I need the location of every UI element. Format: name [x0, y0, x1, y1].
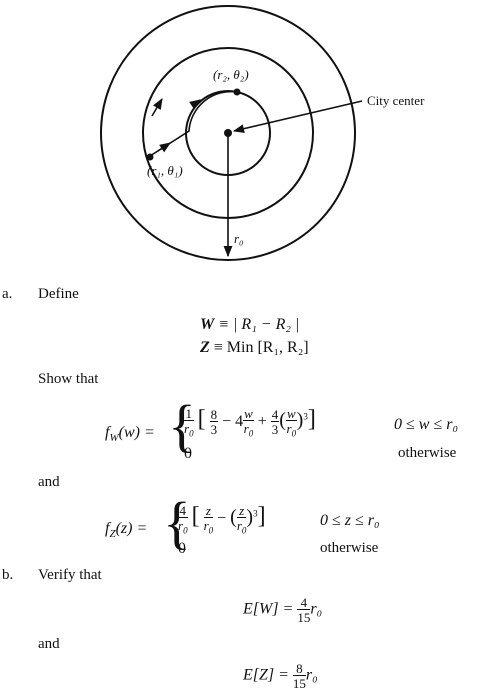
label-r0: r₀: [234, 231, 244, 246]
path-arrow-1: [157, 142, 171, 153]
label-r1-theta1: (r₁, θ₁): [147, 163, 183, 178]
label-r2-theta2: (r₂, θ₂): [213, 67, 249, 82]
and-1: and: [38, 474, 60, 490]
fZ-lhs: fZ(z) =: [105, 520, 148, 541]
fW-brace: {: [168, 393, 196, 458]
path-arrow-2: [189, 99, 201, 110]
def-W-rhs: ≡ | R₁ − R₂ |: [218, 316, 300, 333]
outer-arc-arrow: [151, 98, 163, 117]
point-r1: [146, 153, 154, 161]
city-diagram: (r₂, θ₂) (r₁, θ₁) City center r₀: [100, 5, 425, 261]
part-b-verify: Verify that: [38, 567, 102, 583]
city-center-pointer: [232, 100, 363, 134]
def-Z: Z ≡ Min [R₁, R₂]: [200, 339, 309, 357]
and-2: and: [38, 636, 60, 652]
fZ-brace: {: [163, 490, 191, 555]
point-r2: [233, 88, 241, 96]
label-city-center: City center: [367, 93, 425, 108]
def-W-lhs: W: [200, 316, 215, 333]
travel-path: [149, 90, 238, 157]
show-that: Show that: [38, 371, 99, 387]
fW-otherwise: otherwise: [398, 445, 457, 461]
fZ-zero: 0: [178, 540, 186, 557]
fZ-otherwise: otherwise: [320, 540, 379, 556]
fZ-range: 0 ≤ z ≤ r₀: [320, 512, 380, 529]
path-arrow-3: [177, 87, 186, 94]
outer-circle: [100, 5, 356, 261]
fW-zero: 0: [184, 445, 192, 462]
def-Z-rhs: ≡ Min [R₁, R₂]: [213, 339, 309, 356]
fW-range: 0 ≤ w ≤ r₀: [394, 416, 459, 433]
part-a-define: Define: [38, 286, 79, 302]
fW-lhs: fW(w) =: [105, 424, 155, 445]
part-b-marker: b.: [2, 567, 14, 583]
def-W: W ≡ | R₁ − R₂ |: [200, 316, 299, 334]
def-Z-lhs: Z: [200, 339, 210, 356]
part-a-marker: a.: [2, 286, 13, 302]
